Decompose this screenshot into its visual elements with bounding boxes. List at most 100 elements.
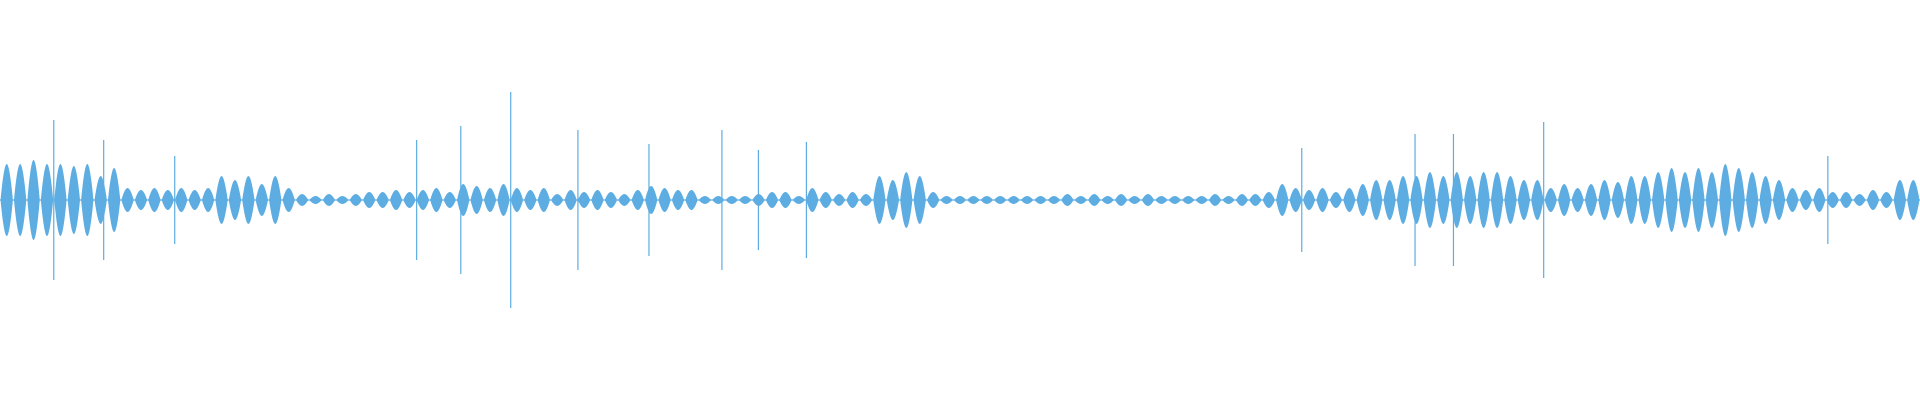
waveform-pulse: [1235, 194, 1249, 206]
waveform-pulse: [40, 164, 54, 236]
waveform-pulse: [1839, 192, 1853, 208]
waveform-pulse: [1719, 164, 1732, 236]
waveform-pulse: [577, 192, 591, 208]
waveform-pulse: [1410, 176, 1423, 224]
waveform-pulse: [1047, 196, 1061, 204]
waveform-pulse: [497, 184, 510, 216]
waveform-pulse: [1571, 188, 1584, 212]
waveform-pulse: [1490, 172, 1504, 228]
waveform-pulse: [443, 192, 456, 208]
waveform-pulse: [712, 196, 725, 204]
waveform-pulse: [1504, 176, 1517, 224]
waveform-pulse: [295, 194, 309, 206]
waveform-pulse: [1302, 190, 1316, 210]
waveform-pulse: [618, 194, 631, 206]
waveform-pulse: [806, 188, 819, 212]
waveform-pulse: [1114, 194, 1128, 206]
waveform-pulse: [1370, 180, 1383, 220]
waveform-pulse: [832, 194, 846, 206]
waveform-pulse: [1007, 196, 1020, 204]
waveform-pulse: [1074, 196, 1088, 204]
waveform-pulse: [1584, 184, 1598, 216]
waveform-pulse: [81, 164, 94, 236]
waveform-pulse: [819, 192, 832, 208]
waveform-pulse: [1517, 180, 1531, 220]
waveform-pulse: [1625, 176, 1638, 224]
waveform-pulse: [1705, 172, 1719, 228]
waveform-pulse: [13, 164, 27, 236]
waveform-pulse: [994, 196, 1007, 204]
waveform-pulse: [349, 194, 362, 206]
waveform-pulse: [967, 196, 980, 204]
waveform-pulse: [645, 186, 658, 214]
waveform-pulse: [1034, 196, 1047, 204]
waveform-pulse: [255, 184, 268, 216]
waveform-pulse: [1061, 194, 1074, 206]
waveform-pulse: [779, 192, 792, 208]
waveform-pulse: [1907, 180, 1920, 220]
waveform-pulse: [1826, 192, 1839, 208]
waveform-pulse: [363, 192, 376, 208]
waveform-pulse: [1450, 172, 1463, 228]
waveform-pulse: [121, 188, 134, 212]
waveform-pulse: [430, 188, 443, 212]
waveform-pulse: [67, 166, 81, 234]
waveform-pulse: [1276, 184, 1289, 216]
waveform-pulse: [1799, 190, 1813, 210]
waveform-pulse: [859, 194, 873, 206]
waveform-pulse: [1128, 196, 1141, 204]
waveform-pulse: [564, 190, 577, 210]
waveform-pulse: [282, 188, 295, 212]
waveform-pulse: [537, 188, 550, 212]
waveform-pulse: [1745, 172, 1759, 228]
waveform-pulse: [685, 190, 698, 210]
waveform-pulse: [1289, 188, 1302, 212]
waveform-pulse: [1141, 194, 1155, 206]
waveform-pulse: [1464, 176, 1477, 224]
waveform-pulse: [483, 188, 497, 212]
waveform-pulse: [1262, 192, 1275, 208]
waveform-pulse: [1813, 188, 1826, 212]
waveform-pulse: [1786, 188, 1799, 212]
waveform-pulse: [1853, 194, 1866, 206]
waveform-pulse: [1343, 188, 1356, 212]
waveform-pulse: [1665, 168, 1678, 232]
waveform-pulse: [107, 168, 121, 232]
waveform-pulse: [1531, 180, 1544, 220]
waveform-pulse: [1732, 168, 1745, 232]
waveform-pulse: [1356, 184, 1369, 216]
waveform-pulse: [1880, 192, 1893, 208]
waveform-pulse: [27, 160, 40, 240]
waveform-pulse: [846, 192, 859, 208]
waveform-transients: [53, 92, 1829, 308]
waveform-pulse: [510, 188, 524, 212]
waveform-pulse: [215, 176, 228, 224]
waveform-pulse: [926, 192, 940, 208]
waveform-pulse: [631, 190, 644, 210]
waveform-pulse: [1101, 196, 1114, 204]
waveform-pulse: [389, 190, 403, 210]
waveform-pulse: [175, 188, 188, 212]
waveform-pulse: [0, 164, 13, 236]
waveform-pulse: [457, 184, 470, 216]
waveform-pulse: [54, 164, 67, 236]
waveform-pulse: [1383, 180, 1396, 220]
waveform-pulse: [765, 192, 779, 208]
waveform-pulse: [980, 196, 994, 204]
waveform-pulse: [1477, 172, 1490, 228]
waveform-pulse: [1396, 176, 1410, 224]
waveform-pulse: [1611, 182, 1625, 218]
waveform-pulse: [1652, 172, 1665, 228]
waveform-pulse: [792, 196, 806, 204]
waveform-pulse: [94, 176, 107, 224]
waveform-pulse: [1598, 180, 1611, 220]
waveform-pulse: [551, 194, 564, 206]
waveform-pulse: [725, 196, 738, 204]
waveform-pulse: [953, 196, 967, 204]
waveform-pulse: [376, 192, 389, 208]
waveform-pulse: [698, 196, 712, 204]
waveform-pulse: [913, 176, 926, 224]
waveform-pulse: [604, 192, 618, 208]
waveform-pulse: [1544, 188, 1557, 212]
